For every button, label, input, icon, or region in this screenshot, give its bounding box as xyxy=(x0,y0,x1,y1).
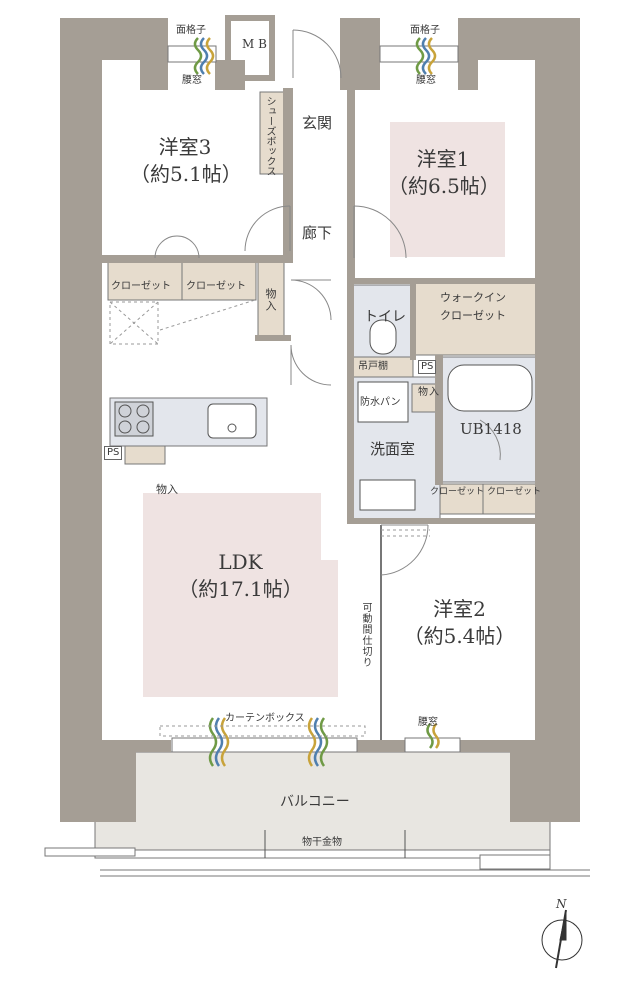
hallway-dashes xyxy=(109,299,430,737)
curtain-box-label: カーテンボックス xyxy=(225,713,305,724)
ps-label-kitchen: PS xyxy=(104,446,123,460)
washroom-label: 洗面室 xyxy=(370,440,416,458)
window-grille-label-1: 面格子 xyxy=(176,25,206,36)
shoe-box xyxy=(259,91,285,175)
unit-bath-label: UB1418 xyxy=(460,420,522,438)
shoe-box-label: シューズボックス xyxy=(264,96,275,176)
closet-label-3: クローゼット xyxy=(430,487,485,497)
closet-label-1: クローゼット xyxy=(111,281,171,292)
cooktop xyxy=(114,401,154,437)
closet-label-2: クローゼット xyxy=(186,281,246,292)
entrance-label: 玄関 xyxy=(302,114,333,132)
room-western2-size: （約5.4帖） xyxy=(403,624,516,648)
room-western1-size: （約6.5帖） xyxy=(388,174,500,198)
room-western2-label: 洋室2 （約5.4帖） xyxy=(402,596,517,650)
hanging-shelf-label: 吊戸棚 xyxy=(358,361,388,372)
ps-kitchen-box xyxy=(124,445,166,465)
ps-label-bath: PS xyxy=(418,360,437,374)
windows xyxy=(167,45,461,753)
room-western3-name: 洋室3 xyxy=(158,135,212,159)
window-grille-label-2: 面格子 xyxy=(410,25,440,36)
ldk-floor-accent xyxy=(143,493,338,697)
room-ldk-name: LDK xyxy=(218,550,263,574)
western1-floor-accent xyxy=(390,122,505,257)
storage-hall-label: 物入 xyxy=(264,288,277,312)
balcony-railing xyxy=(44,847,590,877)
mb-label: M B xyxy=(242,37,267,51)
north-arrow xyxy=(541,909,583,969)
storage-washroom-label: 物入 xyxy=(418,387,440,398)
room-ldk-size: （約17.1帖） xyxy=(178,577,303,601)
north-label: N xyxy=(556,897,567,911)
room-western1-name: 洋室1 xyxy=(416,147,470,171)
room-western3-size: （約5.1帖） xyxy=(130,162,242,186)
storage-hall xyxy=(257,261,285,338)
laundry-ticks xyxy=(264,830,406,858)
door-swings xyxy=(154,29,501,576)
waist-window-label-2: 腰窓 xyxy=(416,75,436,86)
waist-window-label-1: 腰窓 xyxy=(182,75,202,86)
walk-in-closet-label-1: ウォークイン xyxy=(440,291,506,304)
room-western1-label: 洋室1 （約6.5帖） xyxy=(388,146,500,200)
vanity xyxy=(359,479,416,511)
kitchen-sink xyxy=(207,403,257,439)
balcony-label: バルコニー xyxy=(280,794,350,810)
walls xyxy=(60,15,580,822)
movable-partition-label: 可動間仕切り xyxy=(360,602,371,668)
balcony-floor xyxy=(94,751,551,853)
room-western3-label: 洋室3 （約5.1帖） xyxy=(130,134,242,188)
room-ldk-label: LDK （約17.1帖） xyxy=(178,549,303,603)
waist-window-label-3: 腰窓 xyxy=(418,717,438,728)
storage-kitchen-label: 物入 xyxy=(156,483,178,496)
waterproof-pan-label: 防水パン xyxy=(360,397,401,408)
hallway-label: 廊下 xyxy=(302,224,333,242)
toilet-label: トイレ xyxy=(364,309,406,325)
washroom-storage xyxy=(411,383,439,413)
room-western2-name: 洋室2 xyxy=(433,597,486,621)
laundry-hardware-label: 物干金物 xyxy=(302,837,342,848)
mb-text: M B xyxy=(242,37,267,51)
toilet-bowl xyxy=(369,319,397,355)
walk-in-closet xyxy=(413,282,539,356)
waterproof-pan xyxy=(357,381,409,423)
walk-in-closet-label-2: クローゼット xyxy=(440,309,506,322)
closet-label-4: クローゼット xyxy=(487,487,542,497)
bathtub xyxy=(447,364,533,412)
